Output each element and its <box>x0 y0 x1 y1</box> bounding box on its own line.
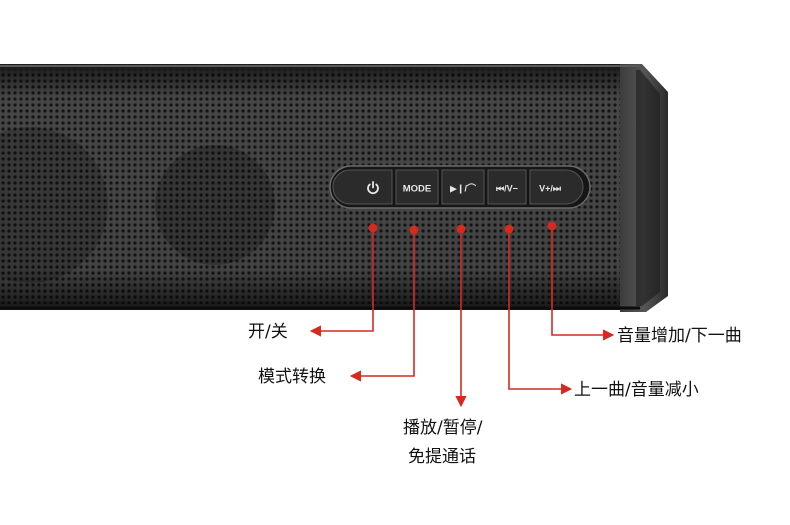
mode-button-label: MODE <box>403 184 432 195</box>
prev-volume-down-button-label: ⏮/V− <box>496 184 518 194</box>
prev-leader <box>508 229 573 395</box>
callout-play-line1: 播放/暂停/ <box>403 418 483 438</box>
volume-up-next-button[interactable]: V+/⏭ <box>529 169 584 205</box>
play-pause-button-label: ▶❙/⌒ <box>450 183 477 195</box>
callout-mode: 模式转换 <box>258 367 326 387</box>
prev-volume-down-button[interactable]: ⏮/V− <box>487 169 527 205</box>
callout-next: 音量增加/下一曲 <box>617 326 742 346</box>
power-icon <box>367 181 379 195</box>
mode-leader <box>349 230 415 382</box>
callout-lines <box>309 221 615 408</box>
play-pause-button[interactable]: ▶❙/⌒ <box>441 169 485 205</box>
next-leader <box>551 226 615 341</box>
callout-power: 开/关 <box>248 322 288 342</box>
callout-prev: 上一曲/音量减小 <box>574 380 699 400</box>
callout-play-line2: 免提通话 <box>408 447 476 467</box>
mode-button[interactable]: MODE <box>395 169 439 205</box>
button-panel: MODE ▶❙/⌒ ⏮/V− V+/⏭ <box>329 165 591 209</box>
power-leader <box>309 228 374 337</box>
power-button[interactable] <box>332 169 393 205</box>
volume-up-next-button-label: V+/⏭ <box>539 184 562 194</box>
